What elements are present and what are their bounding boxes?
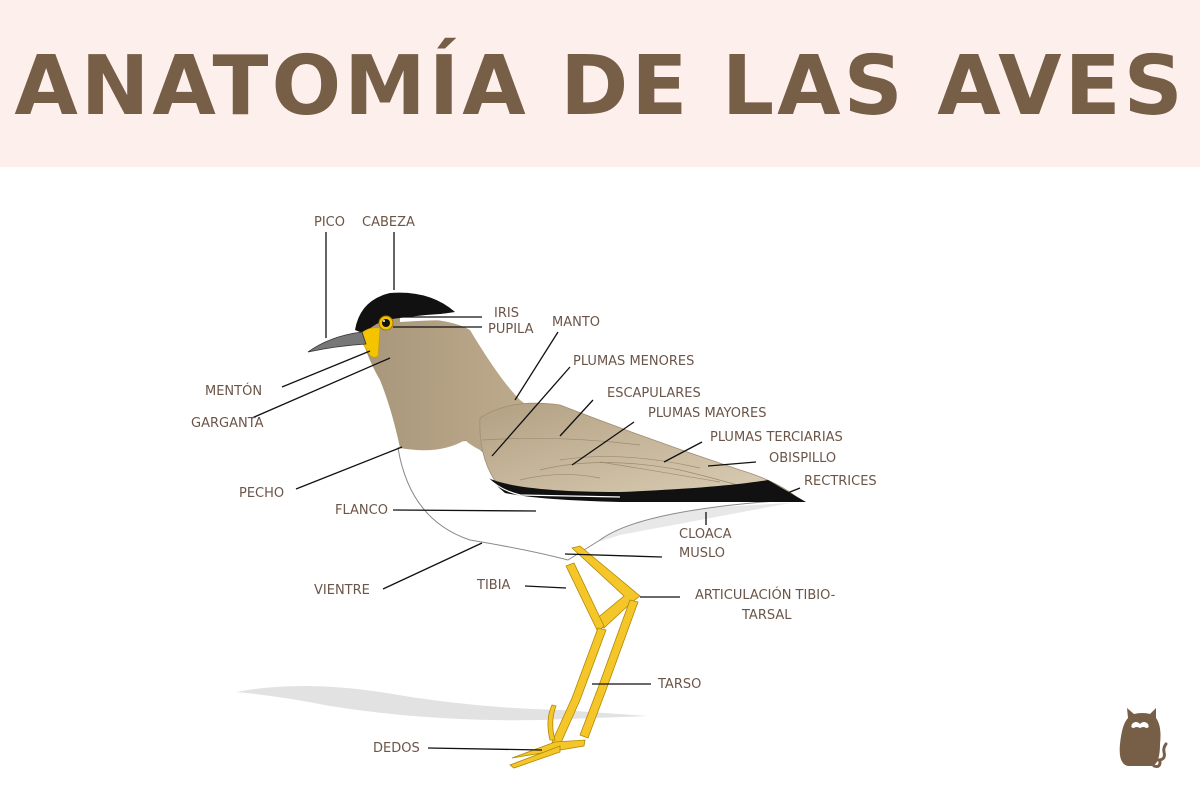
label-manto: MANTO <box>552 315 601 330</box>
label-escapulares: ESCAPULARES <box>607 386 701 401</box>
label-iris: IRIS <box>494 306 519 321</box>
label-plumas-terciarias: PLUMAS TERCIARIAS <box>710 430 843 445</box>
label-garganta: GARGANTA <box>191 416 264 431</box>
label-pecho: PECHO <box>239 486 285 501</box>
label-muslo: MUSLO <box>679 546 725 561</box>
label-tibia: TIBIA <box>477 578 511 593</box>
label-plumas-mayores: PLUMAS MAYORES <box>648 406 767 421</box>
label-plumas-menores: PLUMAS MENORES <box>573 354 695 369</box>
label-obispillo: OBISPILLO <box>769 451 837 466</box>
label-articulacion-tibiotarsal-line2: TARSAL <box>742 608 792 623</box>
cat-logo-icon <box>1119 708 1168 768</box>
label-dedos: DEDOS <box>373 741 420 756</box>
beak <box>307 331 367 353</box>
bird-head <box>355 292 455 334</box>
page-title: ANATOMÍA DE LAS AVES <box>14 39 1186 134</box>
label-cabeza: CABEZA <box>362 215 415 230</box>
label-rectrices: RECTRICES <box>804 474 877 489</box>
header-banner: ANATOMÍA DE LAS AVES <box>0 0 1200 167</box>
face-wattle <box>357 327 381 358</box>
label-vientre: VIENTRE <box>314 583 370 598</box>
eye <box>382 319 390 327</box>
leader-lines <box>251 232 801 751</box>
label-cloaca: CLOACA <box>679 527 732 542</box>
bird-legs <box>509 545 641 769</box>
label-pico: PICO <box>314 215 345 230</box>
wing-feather-lines <box>481 437 761 493</box>
label-pupila: PUPILA <box>488 322 534 337</box>
label-articulacion-tibiotarsal: ARTICULACIÓN TIBIO- <box>695 588 836 603</box>
label-tarso: TARSO <box>658 677 702 692</box>
ground-shadow <box>236 686 648 721</box>
label-flanco: FLANCO <box>335 503 388 518</box>
label-menton: MENTÓN <box>205 384 263 399</box>
